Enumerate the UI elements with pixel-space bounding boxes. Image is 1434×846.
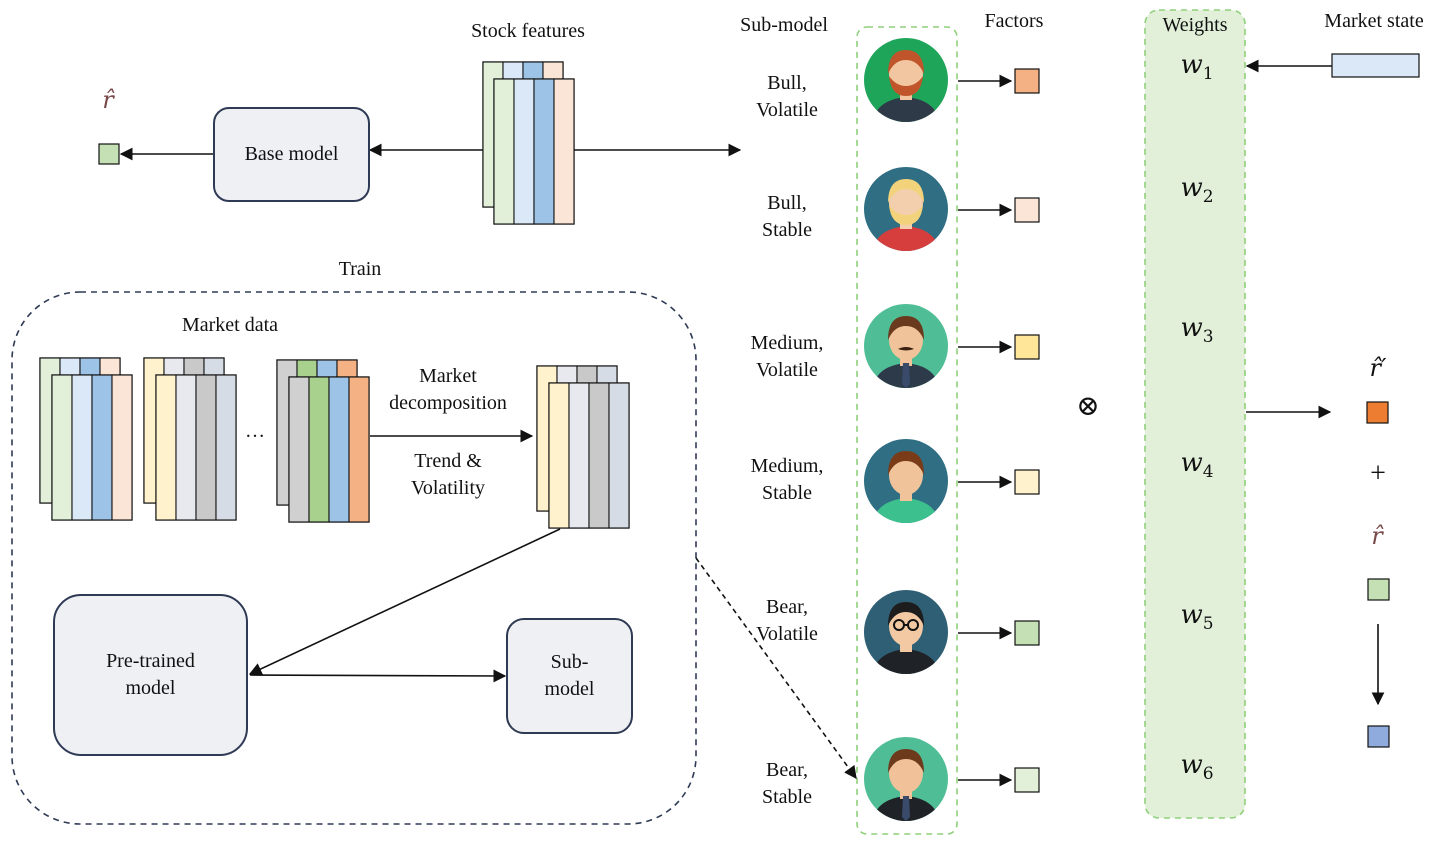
weight-label-1: w1	[1147, 50, 1247, 84]
weight-subscript: 4	[1202, 462, 1214, 483]
weights-header: Weights	[1162, 14, 1228, 36]
weight-label-2: w2	[1147, 173, 1247, 207]
factor-square-5	[1014, 620, 1040, 646]
weight-subscript: 3	[1202, 327, 1214, 348]
weight-label-3: w3	[1147, 313, 1247, 347]
plus-symbol: +	[1370, 458, 1386, 489]
regime-label-line-1: Bull,	[767, 192, 807, 214]
weight-label-6: w6	[1147, 750, 1247, 784]
weight-symbol: w	[1180, 750, 1203, 780]
pretrained-line-2: model	[125, 677, 176, 699]
weight-label-4: w4	[1147, 448, 1247, 482]
trend-volatility-label: Trend & Volatility	[382, 448, 514, 502]
r-hat-prime-label: r̂′	[1369, 354, 1387, 382]
factor-square-6	[1014, 767, 1040, 793]
base-model-box: Base model	[213, 107, 370, 202]
arrow-train-to-submodel-column	[695, 557, 857, 780]
arrow-pretrained-to-submodel	[249, 669, 507, 683]
weight-subscript: 1	[1202, 64, 1214, 85]
regime-label-line-2: Volatile	[756, 623, 818, 645]
weight-symbol: w	[1180, 448, 1203, 478]
market-data-stack-3	[276, 359, 370, 523]
market-state-label: Market state	[1324, 10, 1424, 32]
weight-label-5: w5	[1147, 600, 1247, 634]
decomp-line-1: Market	[419, 365, 477, 387]
weight-symbol: w	[1180, 173, 1203, 203]
factor-square-3	[1014, 334, 1040, 360]
submodel-column	[856, 26, 958, 835]
avatar-icon-5	[864, 590, 948, 674]
stock-features-label: Stock features	[471, 20, 585, 42]
weight-subscript: 5	[1202, 614, 1214, 635]
final-output-square	[1367, 725, 1390, 748]
arrow-decomposed-to-pretrained	[248, 528, 561, 675]
weight-symbol: w	[1180, 313, 1203, 343]
output-r-hat-label: r̂	[102, 86, 114, 114]
factor-square-1	[1014, 68, 1040, 94]
trend-line-1: Trend &	[414, 450, 482, 472]
regime-label-1: Bull, Volatile	[730, 70, 844, 124]
r-hat-prime-square	[1366, 401, 1389, 424]
regime-label-3: Medium, Volatile	[730, 330, 844, 384]
stock-features-stack	[482, 61, 575, 225]
regime-label-line-1: Bear,	[766, 596, 808, 618]
trend-line-2: Volatility	[410, 477, 486, 499]
factor-square-2	[1014, 197, 1040, 223]
r-hat-label: r̂	[1371, 522, 1383, 550]
weight-subscript: 6	[1202, 764, 1214, 785]
submodel-line-1: Sub-	[550, 651, 589, 673]
weight-symbol: w	[1180, 600, 1203, 630]
market-state-bar	[1331, 53, 1420, 78]
regime-label-line-1: Bull,	[767, 72, 807, 94]
market-decomposition-label: Market decomposition	[372, 363, 524, 417]
pretrained-line-1: Pre-trained	[106, 650, 195, 672]
regime-label-line-1: Medium,	[750, 455, 824, 477]
regime-label-line-2: Stable	[762, 219, 812, 241]
factor-square-4	[1014, 469, 1040, 495]
market-data-stack-2	[143, 357, 237, 521]
market-data-label: Market data	[181, 314, 279, 336]
regime-label-line-1: Medium,	[750, 332, 824, 354]
regime-label-line-2: Volatile	[756, 359, 818, 381]
weight-subscript: 2	[1202, 187, 1214, 208]
regime-label-6: Bear, Stable	[730, 757, 844, 811]
submodel-box: Sub- model	[506, 618, 633, 734]
r-hat-square	[1367, 578, 1390, 601]
regime-label-2: Bull, Stable	[730, 190, 844, 244]
output-r-hat-square	[98, 143, 120, 165]
submodel-line-2: model	[544, 678, 595, 700]
train-title: Train	[338, 258, 382, 280]
pretrained-model-box: Pre-trained model	[53, 594, 248, 756]
otimes-symbol: ⊗	[1076, 391, 1100, 422]
regime-label-line-2: Volatile	[756, 99, 818, 121]
regime-label-line-2: Stable	[762, 482, 812, 504]
regime-label-4: Medium, Stable	[730, 453, 844, 507]
regime-label-line-2: Stable	[762, 786, 812, 808]
regime-label-line-1: Bear,	[766, 759, 808, 781]
weights-panel	[1144, 9, 1246, 819]
weight-symbol: w	[1180, 50, 1203, 80]
base-model-label: Base model	[244, 143, 339, 165]
factors-header: Factors	[984, 10, 1044, 32]
decomp-line-2: decomposition	[389, 392, 507, 414]
market-data-stack-1	[39, 357, 133, 521]
decomposed-data-stack	[536, 365, 630, 529]
regime-label-5: Bear, Volatile	[730, 594, 844, 648]
sub-model-header: Sub-model	[740, 14, 828, 36]
ellipsis-label: …	[245, 420, 265, 442]
